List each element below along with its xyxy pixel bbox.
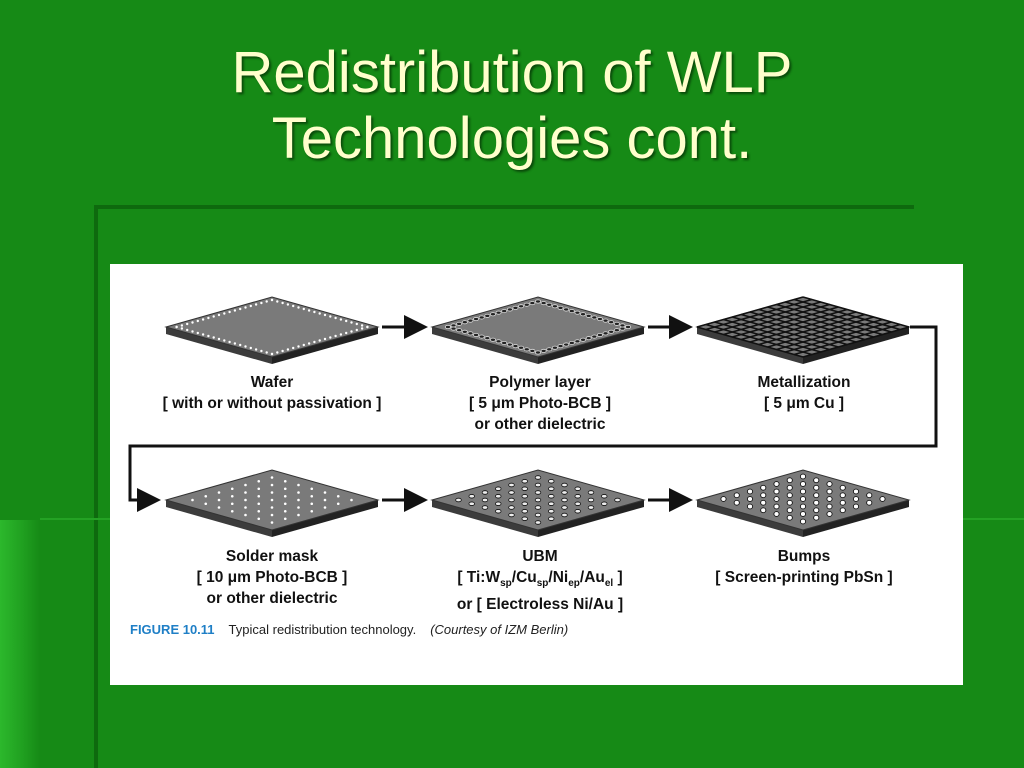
step-title-metallization: Metallization — [757, 374, 851, 391]
plate-bumps — [695, 469, 911, 537]
figure-caption-text: Typical redistribution technology. — [228, 622, 417, 637]
step-detail-solder-mask: [ 10 μm Photo-BCB ] — [196, 569, 348, 586]
step-label-solder-mask: Solder mask [ 10 μm Photo-BCB ] or other… — [132, 546, 412, 609]
step-detail-polymer: [ 5 μm Photo-BCB ] — [468, 395, 612, 412]
background-gradient-left — [0, 520, 40, 768]
ubm-part-3: /Ni — [548, 569, 569, 586]
figure-caption: FIGURE 10.11 Typical redistribution techn… — [130, 622, 568, 637]
ubm-part-4: /Au — [579, 569, 605, 586]
step-label-bumps: Bumps [ Screen-printing PbSn ] — [664, 546, 944, 588]
arrow-metallization-to-solder-mask — [128, 325, 938, 512]
step-title-bumps: Bumps — [777, 548, 831, 565]
ubm-sub-1: sp — [500, 578, 512, 590]
plate-wafer — [164, 296, 380, 364]
background-frame-top — [94, 205, 914, 209]
step-label-metallization: Metallization [ 5 μm Cu ] — [664, 372, 944, 414]
plate-solder-mask — [164, 469, 380, 537]
figure-courtesy: (Courtesy of IZM Berlin) — [430, 622, 569, 637]
process-figure: Wafer [ with or without passivation ] Po… — [110, 264, 963, 685]
slide-title-line-2: Technologies cont. — [271, 106, 753, 171]
ubm-sub-2: sp — [536, 578, 549, 590]
step-note-ubm: or [ Electroless Ni/Au ] — [456, 596, 624, 614]
ubm-part-5: ] — [613, 569, 623, 586]
step-note-polymer: or other dielectric — [474, 416, 606, 433]
step-detail-wafer: [ with or without passivation ] — [162, 395, 382, 412]
plate-ubm — [430, 469, 646, 537]
step-note-solder-mask: or other dielectric — [206, 590, 338, 607]
background-frame-left — [94, 205, 98, 768]
ubm-sub-4: el — [604, 578, 614, 590]
step-title-polymer: Polymer layer — [489, 374, 591, 391]
step-label-ubm: UBM [ Ti:Wsp/Cusp/Niep/Auel ] or [ Elect… — [400, 546, 680, 615]
step-label-polymer: Polymer layer [ 5 μm Photo-BCB ] or othe… — [400, 372, 680, 435]
slide-title-line-1: Redistribution of WLP — [231, 40, 793, 105]
step-label-wafer: Wafer [ with or without passivation ] — [132, 372, 412, 414]
figure-number: FIGURE 10.11 — [130, 622, 215, 637]
ubm-sub-3: ep — [568, 578, 580, 590]
step-title-wafer: Wafer — [250, 374, 294, 391]
step-detail-metallization: [ 5 μm Cu ] — [763, 395, 845, 412]
step-detail-bumps: [ Screen-printing PbSn ] — [715, 569, 893, 586]
ubm-part-2: /Cu — [511, 569, 537, 586]
step-detail-ubm: [ Ti:Wsp/Cusp/Niep/Auel ] — [400, 567, 680, 594]
process-diagram — [128, 296, 938, 537]
plate-polymer — [430, 296, 646, 364]
slide-title: Redistribution of WLP Technologies cont. — [0, 40, 1024, 172]
plate-metallization — [695, 296, 911, 364]
step-title-ubm: UBM — [522, 548, 558, 565]
ubm-part-1: [ Ti:W — [457, 569, 501, 586]
step-title-solder-mask: Solder mask — [225, 548, 319, 565]
